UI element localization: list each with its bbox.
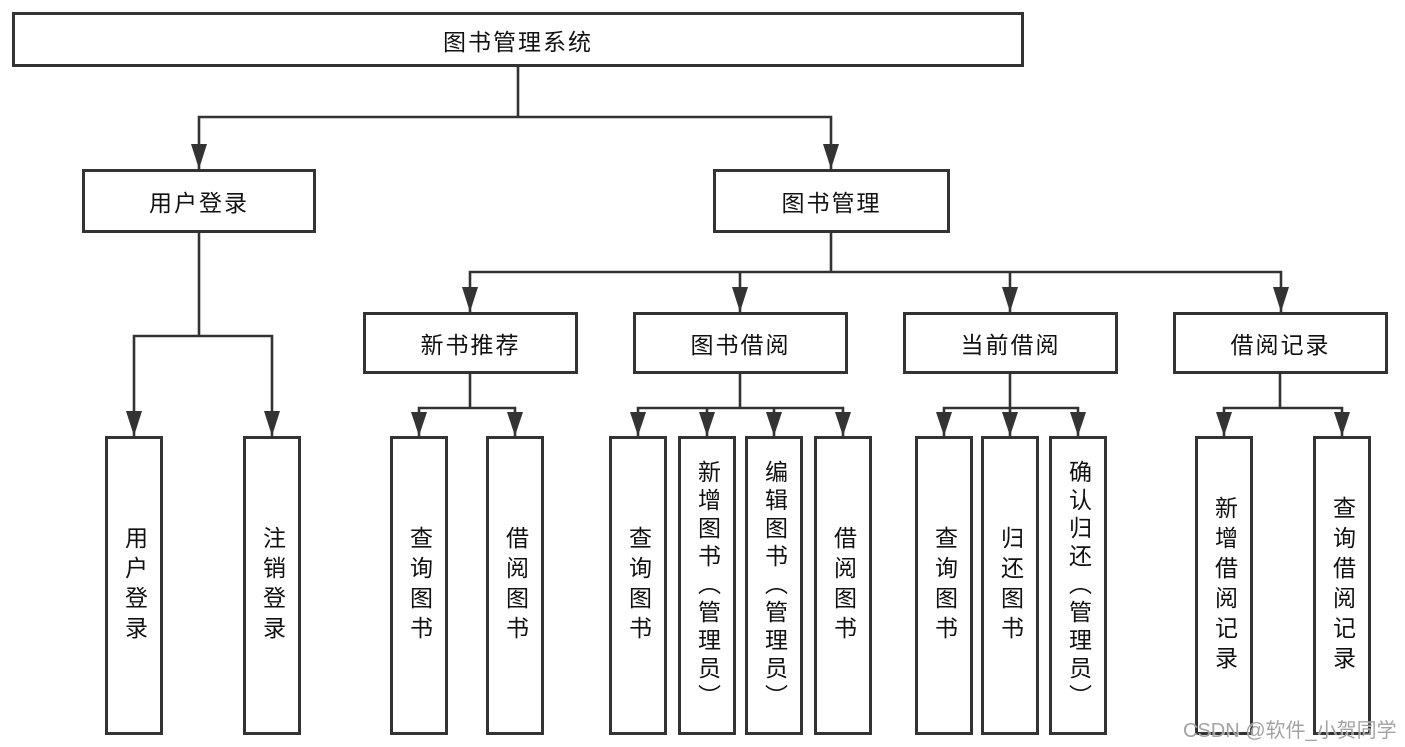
arrowheads bbox=[126, 144, 1350, 436]
arrow-icon bbox=[126, 411, 142, 436]
node-root: 图书管理系统 bbox=[12, 12, 1024, 67]
node-book-borrow: 图书借阅 bbox=[633, 312, 848, 374]
leaf-borrow-query-books: 查询图书 bbox=[609, 436, 667, 735]
leaf-user-login: 用户登录 bbox=[105, 436, 163, 735]
connector-recommend-bracket bbox=[417, 406, 517, 436]
arrow-icon bbox=[1002, 287, 1018, 312]
arrow-icon bbox=[699, 412, 715, 436]
arrow-icon bbox=[462, 287, 478, 312]
arrow-icon bbox=[507, 412, 523, 436]
connector-root-bracket bbox=[197, 115, 833, 169]
arrow-icon bbox=[411, 412, 427, 436]
leaf-records-query-record: 查询借阅记录 bbox=[1313, 436, 1371, 735]
arrow-icon bbox=[1002, 412, 1018, 436]
arrow-icon bbox=[1273, 287, 1289, 312]
node-current-borrow: 当前借阅 bbox=[903, 312, 1118, 374]
leaf-logout: 注销登录 bbox=[243, 436, 301, 735]
connector-records-bracket bbox=[1222, 406, 1344, 436]
arrow-icon bbox=[835, 412, 851, 436]
arrow-icon bbox=[823, 144, 839, 169]
leaf-current-query-books: 查询图书 bbox=[915, 436, 973, 735]
arrow-icon bbox=[1216, 412, 1232, 436]
leaf-records-add-record: 新增借阅记录 bbox=[1195, 436, 1253, 735]
arrow-icon bbox=[1070, 412, 1086, 436]
arrow-icon bbox=[766, 412, 782, 436]
leaf-borrow-add-books-admin: 新增图书（管理员） bbox=[678, 436, 736, 735]
arrow-icon bbox=[630, 412, 646, 436]
node-borrow-records: 借阅记录 bbox=[1173, 312, 1388, 374]
leaf-current-confirm-return-admin: 确认归还（管理员） bbox=[1049, 436, 1107, 735]
watermark-text: CSDN @软件_小贺同学 bbox=[1183, 720, 1397, 742]
leaf-borrow-borrow-books: 借阅图书 bbox=[814, 436, 872, 735]
leaf-current-return-books: 归还图书 bbox=[981, 436, 1039, 735]
arrow-icon bbox=[732, 287, 748, 312]
connector-bookmgmt-bracket bbox=[468, 270, 1283, 312]
arrow-icon bbox=[191, 144, 207, 169]
connector-borrow-bracket bbox=[636, 406, 845, 436]
node-user-login: 用户登录 bbox=[82, 169, 316, 233]
connector-userlogin-bracket bbox=[132, 334, 274, 436]
arrow-icon bbox=[1334, 412, 1350, 436]
arrow-icon bbox=[264, 411, 280, 436]
node-new-book-recommend: 新书推荐 bbox=[363, 312, 578, 374]
node-book-management: 图书管理 bbox=[713, 169, 950, 233]
leaf-recommend-query-books: 查询图书 bbox=[390, 436, 448, 735]
leaf-recommend-borrow-books: 借阅图书 bbox=[486, 436, 544, 735]
leaf-borrow-edit-books-admin: 编辑图书（管理员） bbox=[745, 436, 803, 735]
arrow-icon bbox=[936, 412, 952, 436]
